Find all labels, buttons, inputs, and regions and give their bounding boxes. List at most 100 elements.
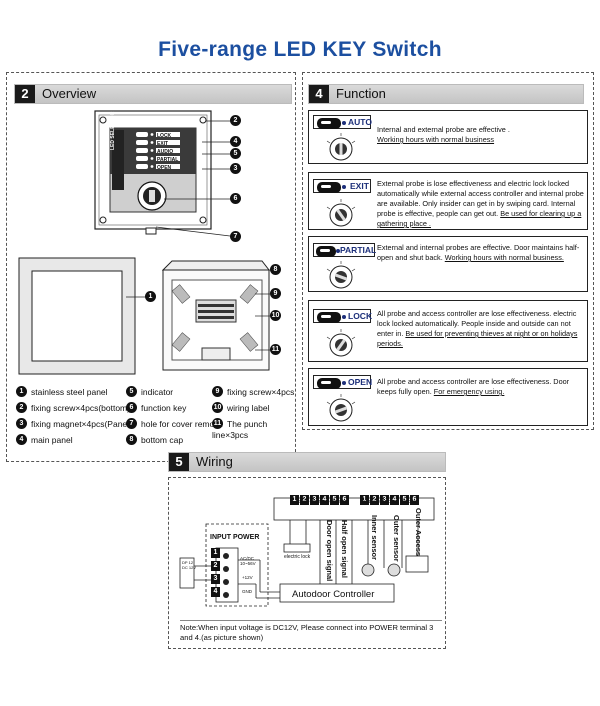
terminal: 1 xyxy=(290,495,299,505)
mode-name: PARTIAL xyxy=(340,245,377,255)
panel-mode-lock: LOCK xyxy=(157,133,172,139)
mode-usage: For emergency using. xyxy=(433,387,505,396)
callout-8: 8 xyxy=(270,264,281,275)
mode-usage: Working hours with normal business xyxy=(377,135,495,144)
mode-name: EXIT xyxy=(350,181,369,191)
panel-label: LED SELECTOR xyxy=(110,111,116,150)
mode-usage: Working hours with normal business. xyxy=(444,253,564,262)
callout-10: 10 xyxy=(270,310,281,321)
power-terminal: 4 xyxy=(211,587,220,597)
page-title: Five-range LED KEY Switch xyxy=(158,38,442,61)
dial-icon xyxy=(326,329,356,357)
wiring-header: 5 Wiring xyxy=(168,452,446,472)
callout-6: 6 xyxy=(230,193,241,204)
callout-1: 1 xyxy=(145,291,156,302)
dial-icon xyxy=(326,394,356,422)
terminal: 3 xyxy=(310,495,319,505)
mode-name: OPEN xyxy=(348,377,373,387)
key-icon xyxy=(317,312,341,323)
steel-panel-drawing xyxy=(18,257,136,375)
indicator-dot-icon xyxy=(342,185,346,189)
overview-frame xyxy=(6,72,296,462)
power-terminal: 3 xyxy=(211,574,220,584)
panel-mode-audio: AUDIO xyxy=(157,149,174,155)
function-title: Function xyxy=(336,86,386,101)
key-icon xyxy=(317,182,341,193)
terminal: 5 xyxy=(400,495,409,505)
mode-text: All probe and access controller are lose… xyxy=(377,309,577,338)
mode-usage: Be used for clearing up a gathering plac… xyxy=(377,209,582,228)
overview-title: Overview xyxy=(42,86,97,101)
mode-name: LOCK xyxy=(348,311,373,321)
key-icon xyxy=(317,118,341,129)
wiring-note: Note:When input voltage is DC12V, Please… xyxy=(180,620,442,643)
controller-label: Autodoor Controller xyxy=(292,589,375,600)
mode-box-exit: EXIT External probe is lose effectivenes… xyxy=(308,172,588,230)
left-leader-line xyxy=(126,296,146,298)
mode-label-open: OPEN xyxy=(313,375,373,389)
overview-header: 2 Overview xyxy=(14,84,292,104)
bottom-cap-drawing xyxy=(162,260,271,371)
function-frame xyxy=(302,72,594,430)
callout-5: 5 xyxy=(230,148,241,159)
mode-text: All probe and access controller are lose… xyxy=(377,377,570,396)
terminal: 2 xyxy=(300,495,309,505)
power-terminal: 1 xyxy=(211,548,220,558)
mode-label-exit: EXIT xyxy=(313,179,371,193)
callout-3: 3 xyxy=(230,163,241,174)
terminal: 5 xyxy=(330,495,339,505)
mode-usage: Be used for preventing thieves at night … xyxy=(377,329,578,348)
key-icon xyxy=(316,246,336,257)
mode-box-auto: AUTO Internal and external probe are eff… xyxy=(308,110,588,164)
label-half-open-signal: Half open signal xyxy=(340,520,349,578)
dial-icon xyxy=(326,199,356,227)
label-outer-access: Outer Access xyxy=(414,508,423,557)
power-label-acdc: AC/DC 10~56V xyxy=(240,556,256,566)
mode-box-open: OPEN All probe and access controller are… xyxy=(308,368,588,426)
mode-text: External and internal probes are effecti… xyxy=(377,243,580,262)
power-label-12v: +12V xyxy=(242,575,253,580)
panel-mode-list: LOCK EXIT AUDIO PARTIAL OPEN xyxy=(157,132,181,172)
callout-7: 7 xyxy=(230,231,241,242)
mode-label-partial: PARTIAL xyxy=(313,243,377,257)
callout-4: 4 xyxy=(230,136,241,147)
key-icon xyxy=(317,378,341,389)
electric-lock-label: electric lock xyxy=(284,554,311,560)
input-power-label: INPUT POWER xyxy=(210,534,260,541)
mode-label-auto: AUTO xyxy=(313,115,372,129)
top-leader-lines xyxy=(155,120,231,237)
panel-mode-open: OPEN xyxy=(157,165,172,171)
cap-leader-lines xyxy=(255,269,271,351)
terminal: 2 xyxy=(370,495,379,505)
label-inner-sensor: Inner sensor xyxy=(370,515,379,561)
wiring-title: Wiring xyxy=(196,454,233,469)
terminal: 6 xyxy=(340,495,349,505)
mode-text: Internal and external probe are effectiv… xyxy=(377,125,510,134)
function-header: 4 Function xyxy=(308,84,584,104)
mode-name: AUTO xyxy=(348,117,372,127)
mode-description: All probe and access controller are lose… xyxy=(377,377,585,397)
terminal: 1 xyxy=(360,495,369,505)
overview-number: 2 xyxy=(15,85,35,103)
mode-description: All probe and access controller are lose… xyxy=(377,309,585,349)
terminal: 6 xyxy=(410,495,419,505)
terminal-labels-b: GND NO GND NO GND NO xyxy=(362,499,419,504)
mode-box-lock: LOCK All probe and access controller are… xyxy=(308,300,588,362)
function-number: 4 xyxy=(309,85,329,103)
indicator-dot-icon xyxy=(342,315,346,319)
indicator-dot-icon xyxy=(342,381,346,385)
callout-11: 11 xyxy=(270,344,281,355)
terminal: 3 xyxy=(380,495,389,505)
mode-description: External probe is lose effectiveness and… xyxy=(377,179,585,229)
callout-2: 2 xyxy=(230,115,241,126)
terminal-labels-a: LOCK COM NO COM NO xyxy=(296,499,348,504)
dial-icon xyxy=(326,261,356,289)
